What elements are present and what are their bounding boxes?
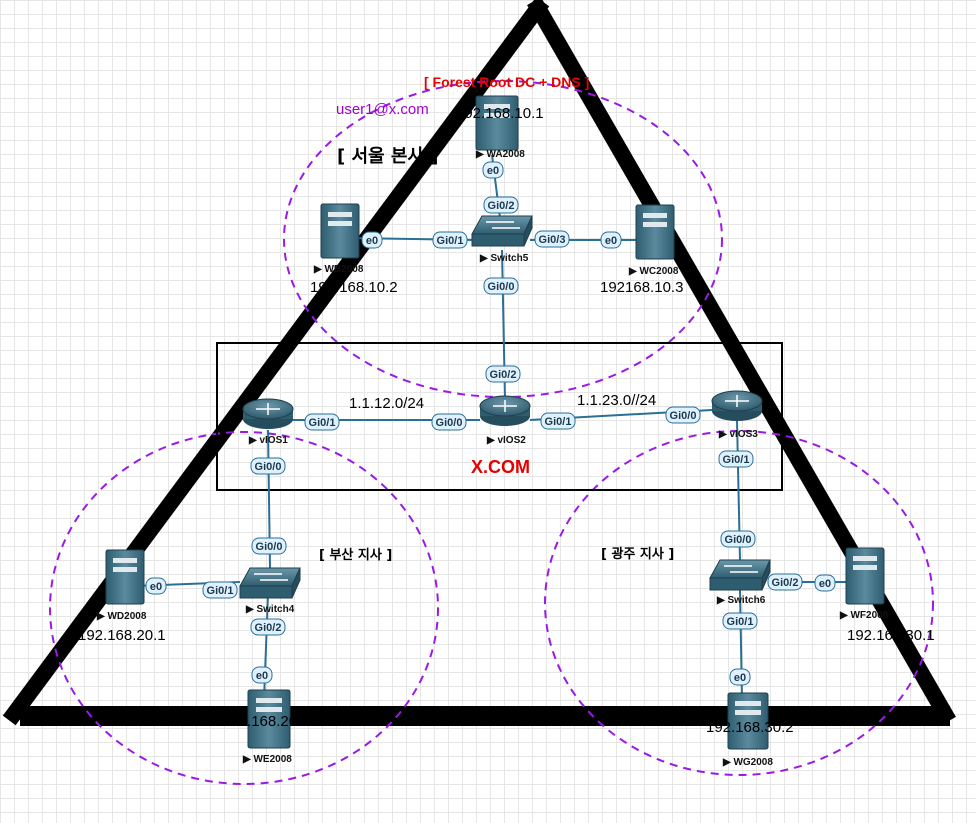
device-name-we2008: ▶ WE2008: [242, 754, 292, 765]
domain-label: X.COM: [471, 457, 530, 477]
port-sw4-gi02: Gi0/2: [250, 618, 286, 636]
svg-text:Gi0/1: Gi0/1: [437, 235, 464, 247]
port-vios1-gi01: Gi0/1: [304, 413, 340, 431]
port-sw5-gi02: Gi0/2: [483, 196, 519, 214]
server-icon[interactable]: [475, 95, 519, 151]
port-sw5-gi01: Gi0/1: [432, 231, 468, 249]
svg-text:Gi0/2: Gi0/2: [255, 622, 282, 634]
net-label-12: 1.1.12.0/24: [349, 395, 424, 412]
svg-text:e0: e0: [605, 235, 617, 247]
ip-wa2008: 192.168.10.1: [456, 105, 544, 122]
port-wb-e0: e0: [361, 231, 383, 249]
busan-label: [ 부산 지사 ]: [319, 547, 392, 563]
device-name-switch5: ▶ Switch5: [479, 253, 529, 264]
port-sw4-gi01: Gi0/1: [202, 581, 238, 599]
port-vios2-gi01: Gi0/1: [540, 412, 576, 430]
router-icon[interactable]: [711, 390, 763, 421]
device-name-wc2008: ▶ WC2008: [628, 266, 679, 277]
ip-wb2008: 192.168.10.2: [310, 279, 398, 296]
ip-wc2008: 192168.10.3: [600, 279, 683, 296]
port-vios3-gi01: Gi0/1: [718, 450, 754, 468]
user-label: user1@x.com: [336, 101, 429, 118]
svg-text:Gi0/2: Gi0/2: [488, 200, 515, 212]
svg-text:e0: e0: [819, 578, 831, 590]
switch-icon[interactable]: [471, 215, 533, 247]
device-name-wg2008: ▶ WG2008: [722, 757, 773, 768]
svg-text:Gi0/0: Gi0/0: [670, 410, 697, 422]
port-sw5-gi00: Gi0/0: [483, 277, 519, 295]
gwangju-zone: [544, 430, 934, 776]
svg-text:e0: e0: [366, 235, 378, 247]
port-wf-e0: e0: [814, 574, 836, 592]
ip-wg2008: 192.168.30.2: [706, 719, 794, 736]
port-vios2-gi02: Gi0/2: [485, 365, 521, 383]
svg-text:e0: e0: [150, 581, 162, 593]
device-name-vios1: ▶ vIOS1: [248, 435, 288, 446]
router-icon[interactable]: [242, 398, 294, 429]
svg-text:Gi0/3: Gi0/3: [539, 234, 566, 246]
server-icon[interactable]: [727, 692, 769, 750]
svg-text:e0: e0: [734, 672, 746, 684]
port-sw4-gi00: Gi0/0: [251, 537, 287, 555]
ip-we2008: 192.168.20.2: [222, 713, 310, 730]
device-name-wb2008: ▶ WB2008: [313, 264, 364, 275]
port-vios2-gi00: Gi0/0: [431, 413, 467, 431]
device-name-vios3: ▶ vIOS3: [718, 429, 758, 440]
port-sw6-gi02: Gi0/2: [767, 573, 803, 591]
svg-text:Gi0/0: Gi0/0: [255, 461, 282, 473]
device-name-switch6: ▶ Switch6: [716, 595, 766, 606]
svg-text:Gi0/1: Gi0/1: [545, 416, 572, 428]
seoul-label: [ 서울 본사 ]: [337, 146, 439, 167]
port-sw6-gi00: Gi0/0: [720, 530, 756, 548]
port-vios3-gi00: Gi0/0: [665, 406, 701, 424]
svg-text:e0: e0: [487, 165, 499, 177]
svg-text:Gi0/0: Gi0/0: [725, 534, 752, 546]
port-sw5-gi03: Gi0/3: [534, 230, 570, 248]
router-icon[interactable]: [479, 395, 531, 426]
svg-text:Gi0/1: Gi0/1: [723, 454, 750, 466]
net-label-23: 1.1.23.0//24: [577, 392, 656, 409]
port-we-e0: e0: [251, 666, 273, 684]
switch-icon[interactable]: [239, 567, 301, 599]
svg-text:Gi0/0: Gi0/0: [256, 541, 283, 553]
svg-text:Gi0/2: Gi0/2: [772, 577, 799, 589]
busan-zone: [49, 431, 439, 785]
server-icon[interactable]: [635, 204, 675, 260]
port-wc-e0: e0: [600, 231, 622, 249]
port-wg-e0: e0: [729, 668, 751, 686]
device-name-wd2008: ▶ WD2008: [96, 611, 147, 622]
server-icon[interactable]: [105, 549, 145, 605]
svg-text:Gi0/1: Gi0/1: [727, 616, 754, 628]
forest-root-label: [ Forest Root DC + DNS ]: [424, 74, 589, 90]
port-sw6-gi01: Gi0/1: [722, 612, 758, 630]
svg-text:Gi0/0: Gi0/0: [436, 417, 463, 429]
svg-text:Gi0/1: Gi0/1: [309, 417, 336, 429]
ip-wd2008: 192.168.20.1: [78, 627, 166, 644]
svg-text:Gi0/0: Gi0/0: [488, 281, 515, 293]
svg-text:Gi0/1: Gi0/1: [207, 585, 234, 597]
server-icon[interactable]: [845, 547, 885, 605]
svg-text:e0: e0: [256, 670, 268, 682]
server-icon[interactable]: [320, 203, 360, 259]
switch-icon[interactable]: [709, 559, 771, 591]
device-name-vios2: ▶ vIOS2: [486, 435, 526, 446]
device-name-switch4: ▶ Switch4: [245, 604, 295, 615]
device-name-wa2008: ▶ WA2008: [475, 149, 525, 160]
port-wd-e0: e0: [145, 577, 167, 595]
xcom-box: [216, 342, 783, 491]
gwangju-label: [ 광주 지사 ]: [601, 546, 674, 562]
port-wa-e0: e0: [482, 161, 504, 179]
svg-text:Gi0/2: Gi0/2: [490, 369, 517, 381]
ip-wf2008: 192.168.30.1: [847, 627, 935, 644]
server-icon[interactable]: [247, 689, 291, 749]
port-vios1-gi00: Gi0/0: [250, 457, 286, 475]
device-name-wf2008: ▶ WF2008: [839, 610, 889, 621]
